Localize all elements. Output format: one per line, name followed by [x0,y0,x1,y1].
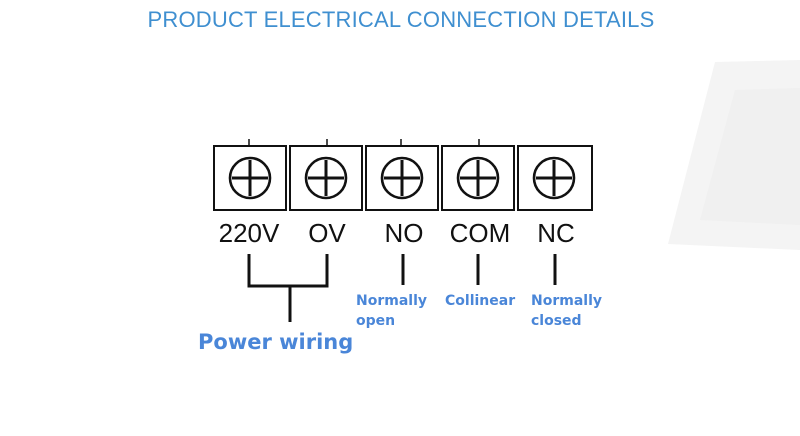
screw-terminal-icon [532,156,576,200]
terminal-label-0v: OV [308,218,346,248]
terminal-com [441,139,515,211]
desc-nc-line2: closed [531,313,582,329]
terminal-label-com: COM [450,218,511,248]
terminal-block [213,139,593,211]
terminal-0v [289,139,363,211]
terminal-220v [213,139,287,211]
terminal-label-220v: 220V [219,218,280,248]
power-wiring-label: Power wiring [198,330,353,354]
terminal-label-no: NO [385,218,424,248]
terminal-labels: 220V OV NO COM NC [219,218,575,248]
watermark-triangle-inner [700,88,800,225]
terminal-no [365,139,439,211]
wiring-lines [247,254,557,322]
desc-no-line2: open [356,313,395,329]
background-watermark [668,60,800,250]
terminal-nc [517,145,593,211]
screw-terminal-icon [456,156,500,200]
power-bracket [247,254,329,288]
annotations: Normally open Collinear Normally closed … [198,293,602,354]
desc-com: Collinear [445,293,515,309]
screw-terminal-icon [304,156,348,200]
screw-terminal-icon [380,156,424,200]
desc-nc-line1: Normally [531,293,602,309]
terminal-label-nc: NC [537,218,575,248]
screw-terminal-icon [228,156,272,200]
desc-no-line1: Normally [356,293,427,309]
page-title: PRODUCT ELECTRICAL CONNECTION DETAILS [148,7,655,32]
